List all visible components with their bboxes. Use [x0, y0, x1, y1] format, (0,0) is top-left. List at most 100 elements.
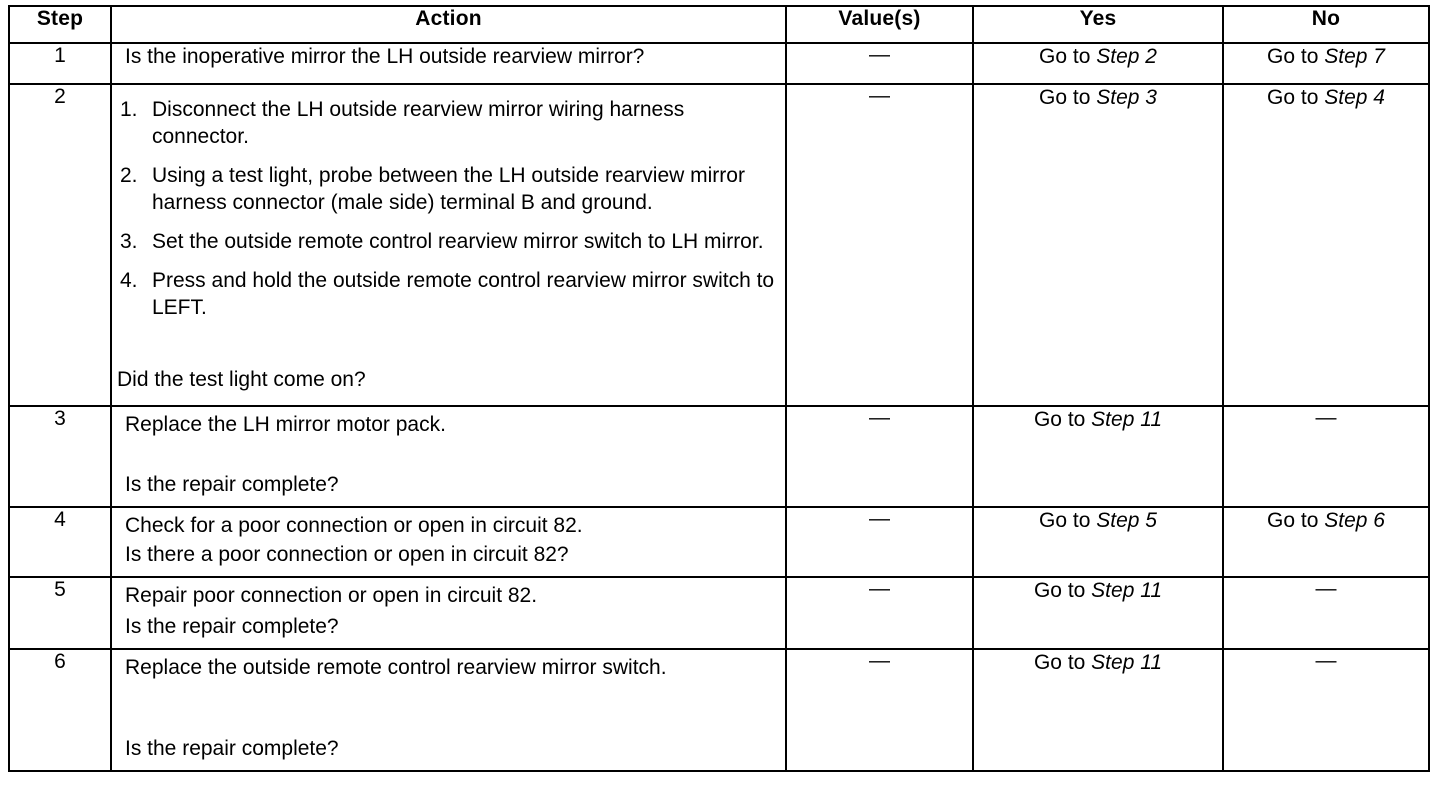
action-cell: Repair poor connection or open in circui…: [110, 576, 787, 650]
no-cell: Go to Step 7: [1222, 42, 1430, 85]
action-question: Is there a poor connection or open in ci…: [125, 543, 569, 566]
substep-marker: 3.: [120, 230, 138, 253]
substep-list: 1. Disconnect the LH outside rearview mi…: [112, 96, 785, 321]
action-cell: 1. Disconnect the LH outside rearview mi…: [110, 83, 787, 407]
diagnostic-procedure-table: Step Action Value(s) Yes No 1 Is the ino…: [8, 5, 1430, 772]
no-dash: —: [1315, 649, 1337, 672]
value-dash: —: [869, 507, 890, 530]
action-instruction: Replace the outside remote control rearv…: [125, 656, 667, 679]
value-dash: —: [869, 43, 890, 66]
step-number-cell: 1: [8, 42, 112, 85]
value-dash: —: [869, 406, 890, 429]
yes-goto-reference: Go to Step 11: [974, 650, 1222, 682]
column-header-value: Value(s): [785, 5, 974, 44]
no-goto-reference: Go to Step 6: [1224, 508, 1428, 540]
value-cell: —: [785, 42, 974, 85]
yes-step-reference: Step 3: [1096, 86, 1157, 109]
no-goto-reference: Go to Step 7: [1224, 44, 1428, 70]
column-header-no: No: [1222, 5, 1430, 44]
value-dash: —: [869, 577, 890, 600]
yes-cell: Go to Step 11: [972, 648, 1224, 772]
substep-marker: 4.: [120, 269, 138, 292]
substep-marker: 2.: [120, 164, 138, 187]
no-goto-prefix: Go to: [1267, 509, 1325, 532]
yes-cell: Go to Step 11: [972, 576, 1224, 650]
table-row: 3 Replace the LH mirror motor pack. Is t…: [8, 405, 1430, 508]
no-step-reference: Step 7: [1324, 45, 1385, 68]
action-question: Is the repair complete?: [125, 615, 339, 638]
no-cell: Go to Step 6: [1222, 506, 1430, 578]
yes-goto-reference: Go to Step 2: [974, 44, 1222, 70]
list-item: 3. Set the outside remote control rearvi…: [112, 228, 785, 255]
no-step-reference: Step 4: [1324, 86, 1385, 109]
list-item: 4. Press and hold the outside remote con…: [112, 267, 785, 321]
action-instruction: Replace the LH mirror motor pack.: [125, 413, 446, 436]
action-text: Is the inoperative mirror the LH outside…: [125, 45, 645, 68]
action-question: Is the repair complete?: [125, 737, 339, 760]
table-row: 2 1. Disconnect the LH outside rearview …: [8, 83, 1430, 407]
yes-goto-reference: Go to Step 11: [974, 407, 1222, 439]
value-cell: —: [785, 405, 974, 508]
yes-goto-reference: Go to Step 5: [974, 508, 1222, 540]
action-question: Is the repair complete?: [125, 473, 339, 496]
table-row: 6 Replace the outside remote control rea…: [8, 648, 1430, 772]
action-question: Did the test light come on?: [117, 368, 366, 391]
value-dash: —: [869, 649, 890, 672]
column-header-yes: Yes: [972, 5, 1224, 44]
yes-cell: Go to Step 5: [972, 506, 1224, 578]
no-cell: —: [1222, 576, 1430, 650]
action-instruction: Repair poor connection or open in circui…: [125, 584, 538, 607]
action-instruction: Check for a poor connection or open in c…: [125, 514, 583, 537]
value-cell: —: [785, 83, 974, 407]
yes-step-reference: Step 11: [1091, 651, 1163, 674]
yes-step-reference: Step 11: [1091, 579, 1163, 602]
no-dash: —: [1315, 577, 1337, 600]
table-row: 5 Repair poor connection or open in circ…: [8, 576, 1430, 650]
table-row: 4 Check for a poor connection or open in…: [8, 506, 1430, 578]
step-number-cell: 6: [8, 648, 112, 772]
yes-goto-prefix: Go to: [1039, 45, 1097, 68]
no-step-reference: Step 6: [1324, 509, 1385, 532]
yes-goto-prefix: Go to: [1033, 579, 1092, 602]
no-dash: —: [1315, 406, 1337, 429]
no-goto-prefix: Go to: [1267, 86, 1325, 109]
value-cell: —: [785, 648, 974, 772]
table-row: 1 Is the inoperative mirror the LH outsi…: [8, 42, 1430, 85]
header-row: Step Action Value(s) Yes No: [8, 5, 1430, 44]
yes-goto-reference: Go to Step 3: [974, 85, 1222, 121]
value-dash: —: [869, 84, 890, 107]
step-number-cell: 3: [8, 405, 112, 508]
yes-cell: Go to Step 11: [972, 405, 1224, 508]
yes-goto-prefix: Go to: [1033, 651, 1092, 674]
substep-text: Using a test light, probe between the LH…: [152, 164, 745, 214]
yes-step-reference: Step 5: [1096, 509, 1157, 532]
substep-text: Set the outside remote control rearview …: [152, 230, 764, 253]
yes-goto-prefix: Go to: [1033, 408, 1092, 431]
list-item: 1. Disconnect the LH outside rearview mi…: [112, 96, 785, 150]
yes-cell: Go to Step 2: [972, 42, 1224, 85]
yes-goto-reference: Go to Step 11: [974, 578, 1222, 610]
yes-step-reference: Step 11: [1091, 408, 1163, 431]
table-body: 1 Is the inoperative mirror the LH outsi…: [8, 42, 1430, 772]
table-header: Step Action Value(s) Yes No: [8, 5, 1430, 44]
action-cell: Is the inoperative mirror the LH outside…: [110, 42, 787, 85]
step-number-cell: 2: [8, 83, 112, 407]
yes-step-reference: Step 2: [1096, 45, 1157, 68]
action-cell: Check for a poor connection or open in c…: [110, 506, 787, 578]
value-cell: —: [785, 506, 974, 578]
substep-text: Disconnect the LH outside rearview mirro…: [152, 98, 685, 148]
substep-marker: 1.: [120, 98, 138, 121]
no-cell: —: [1222, 648, 1430, 772]
column-header-step: Step: [8, 5, 112, 44]
step-number-cell: 5: [8, 576, 112, 650]
yes-goto-prefix: Go to: [1039, 86, 1097, 109]
column-header-action: Action: [110, 5, 787, 44]
no-goto-reference: Go to Step 4: [1224, 85, 1428, 121]
action-cell: Replace the outside remote control rearv…: [110, 648, 787, 772]
no-goto-prefix: Go to: [1267, 45, 1325, 68]
no-cell: Go to Step 4: [1222, 83, 1430, 407]
yes-cell: Go to Step 3: [972, 83, 1224, 407]
value-cell: —: [785, 576, 974, 650]
no-cell: —: [1222, 405, 1430, 508]
